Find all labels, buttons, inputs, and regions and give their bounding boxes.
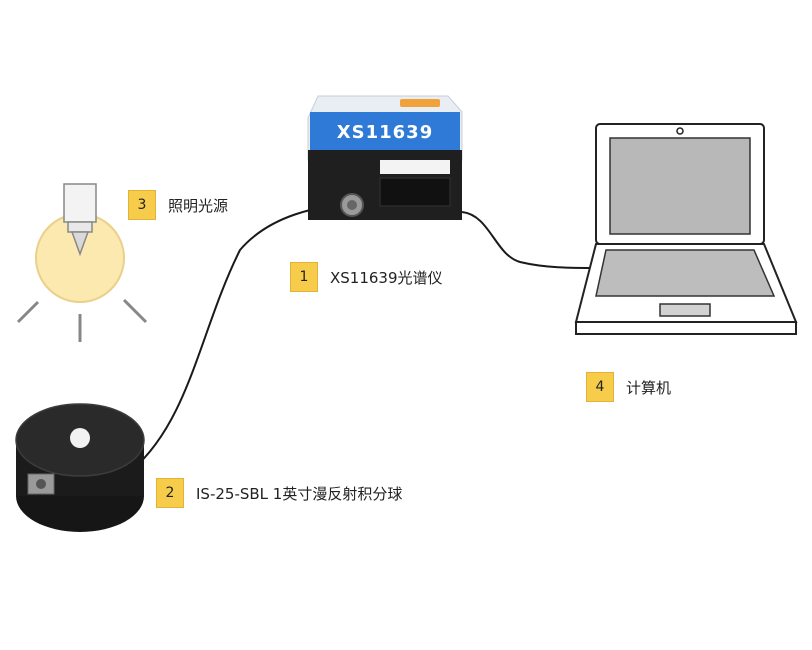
number-badge: 3 <box>128 190 156 220</box>
number-badge: 1 <box>290 262 318 292</box>
usb-cable <box>461 211 601 269</box>
component-label: IS-25-SBL 1英寸漫反射积分球 <box>196 484 403 503</box>
label-integrating-sphere: 2 IS-25-SBL 1英寸漫反射积分球 <box>156 478 402 508</box>
label-illumination: 3 照明光源 <box>128 190 228 220</box>
number-badge: 4 <box>586 372 614 402</box>
label-computer: 4 计算机 <box>586 372 671 402</box>
light-bulb-icon <box>16 183 148 342</box>
spectrometer-model-text: XS11639 <box>337 122 433 143</box>
laptop-icon <box>574 123 798 335</box>
spectrometer-device: XS11639 <box>307 95 463 220</box>
integrating-sphere-device <box>15 403 145 532</box>
label-spectrometer: 1 XS11639光谱仪 <box>290 262 443 292</box>
fiber-cable <box>131 204 353 471</box>
component-label: 计算机 <box>626 378 672 397</box>
component-label: 照明光源 <box>168 196 229 215</box>
number-badge: 2 <box>156 478 184 508</box>
component-label: XS11639光谱仪 <box>330 268 443 287</box>
